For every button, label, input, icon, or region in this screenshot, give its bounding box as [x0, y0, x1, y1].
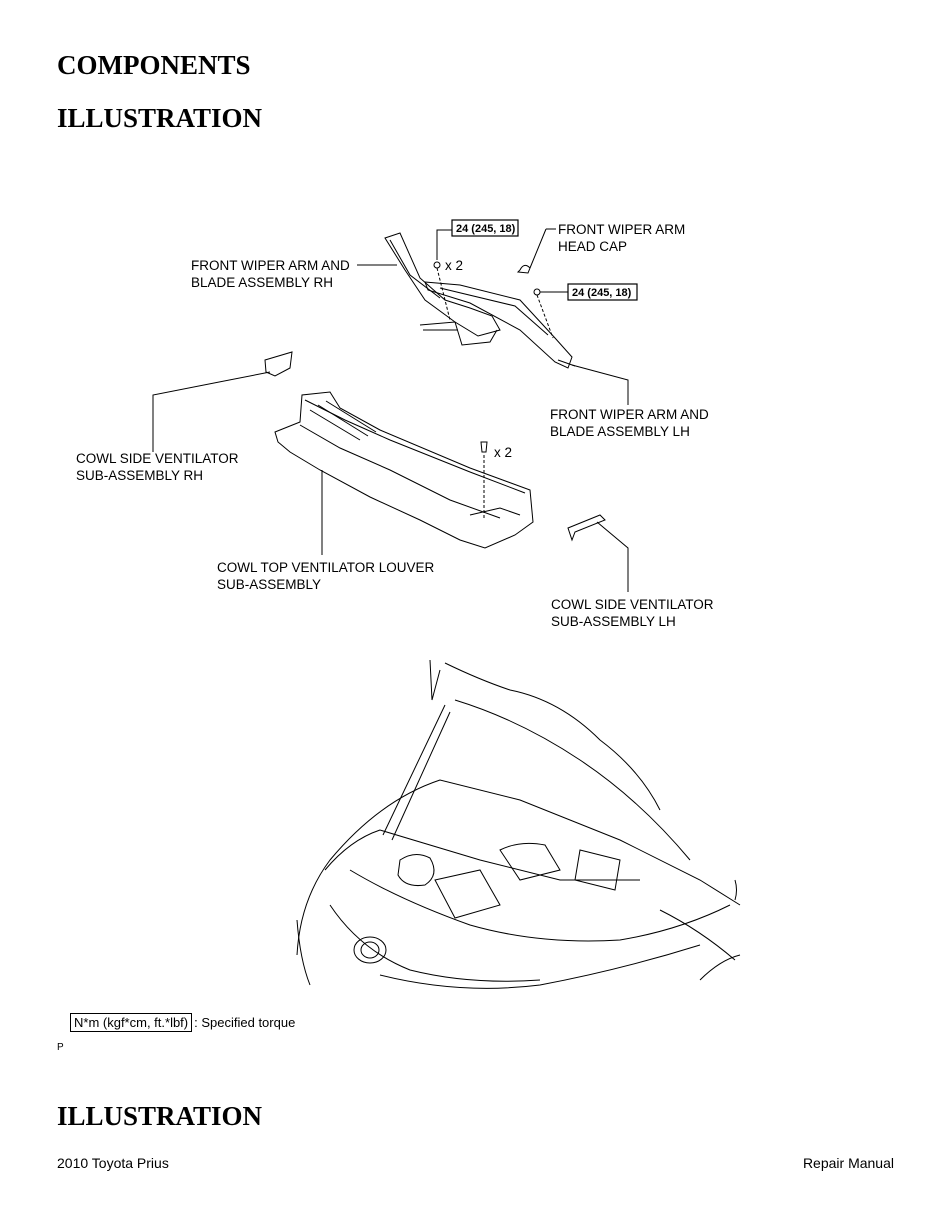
head-cap-drawing: [516, 264, 531, 274]
legend-torque-box: N*m (kgf*cm, ft.*lbf): [70, 1013, 193, 1032]
torque-value-1: 24 (245, 18): [456, 223, 516, 235]
footer-vehicle: 2010 Toyota Prius: [57, 1155, 169, 1171]
footer-manual: Repair Manual: [802, 1155, 894, 1171]
quantity-label-nut: x 2: [445, 258, 463, 273]
label-cowl-lh-line1: COWL SIDE VENTILATOR: [551, 597, 714, 612]
section-heading-components: COMPONENTS: [57, 50, 251, 80]
label-head-cap-line2: HEAD CAP: [558, 239, 627, 254]
nut-icon: [433, 261, 441, 269]
wiper-arm-lh-drawing: [424, 281, 576, 369]
torque-box-2: [567, 283, 638, 301]
label-wiper-rh-line2: BLADE ASSEMBLY RH: [191, 275, 333, 290]
torque-box-1: [451, 219, 519, 237]
label-cowl-rh-line1: COWL SIDE VENTILATOR: [76, 451, 239, 466]
clip-icon: [480, 441, 488, 453]
section-heading-illustration-2: ILLUSTRATION: [57, 1101, 263, 1131]
figure-code: P: [57, 1042, 64, 1053]
engine-bay-drawing: [296, 659, 741, 989]
torque-legend: N*m (kgf*cm, ft.*lbf) : Specified torque: [70, 1013, 295, 1032]
label-wiper-lh-line1: FRONT WIPER ARM AND: [550, 407, 709, 422]
section-heading-illustration: ILLUSTRATION: [57, 103, 263, 133]
label-wiper-rh-line1: FRONT WIPER ARM AND: [191, 258, 350, 273]
cowl-louver-drawing: [274, 391, 534, 549]
label-wiper-lh-line2: BLADE ASSEMBLY LH: [550, 424, 690, 439]
cowl-side-lh-drawing: [567, 514, 606, 542]
cowl-side-rh-drawing: [264, 351, 293, 377]
legend-text: : Specified torque: [194, 1015, 296, 1030]
label-cowl-rh-line2: SUB-ASSEMBLY RH: [76, 468, 203, 483]
quantity-label-clip: x 2: [494, 445, 512, 460]
label-louver-line2: SUB-ASSEMBLY: [217, 577, 321, 592]
label-cowl-lh-line2: SUB-ASSEMBLY LH: [551, 614, 676, 629]
torque-value-2: 24 (245, 18): [572, 287, 632, 299]
label-louver-line1: COWL TOP VENTILATOR LOUVER: [217, 560, 435, 575]
label-head-cap-line1: FRONT WIPER ARM: [558, 222, 685, 237]
nut-icon-2: [533, 288, 541, 296]
